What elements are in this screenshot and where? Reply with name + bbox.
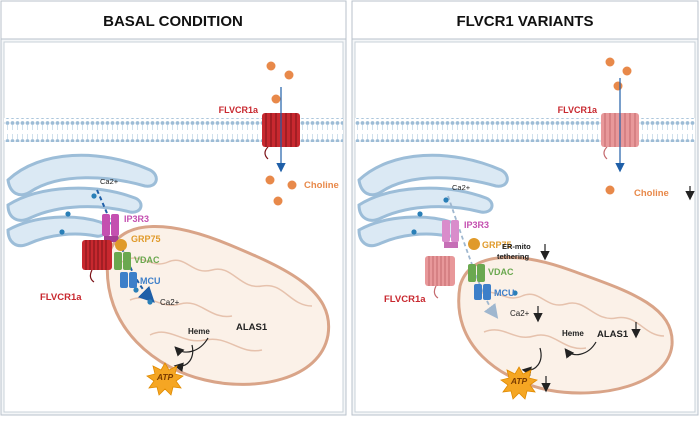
atp-burst-icon (500, 366, 538, 400)
vdac-label: VDAC (134, 255, 160, 265)
left-panel: BASAL CONDITION FLVCR1a Choline (0, 0, 347, 416)
ip3r3-label: IP3R3 (124, 214, 149, 224)
flvcr1a-membrane-label: FLVCR1a (558, 105, 598, 115)
choline-molecule (605, 185, 615, 195)
endoplasmic-reticulum (357, 153, 509, 248)
choline-molecule (273, 196, 283, 206)
choline-molecule (605, 57, 615, 67)
calcium-mito-label: Ca2+ (160, 298, 180, 307)
choline-molecule (271, 94, 281, 104)
vdac-label: VDAC (488, 267, 514, 277)
calcium-ion (65, 211, 71, 217)
calcium-ion (411, 229, 417, 235)
er-mito-tethering-line2: tethering (497, 252, 530, 261)
alas1-label: ALAS1 (597, 329, 629, 340)
mcu-channel (120, 272, 137, 288)
flvcr1a-er-label: FLVCR1a (40, 292, 82, 303)
calcium-ion (417, 211, 423, 217)
right-panel: FLVCR1 VARIANTS FLVCR1a Choline (351, 0, 699, 416)
endoplasmic-reticulum (6, 153, 158, 248)
mitochondrion (105, 225, 331, 386)
choline-molecule (622, 66, 632, 76)
choline-molecule (287, 180, 297, 190)
choline-molecule (613, 81, 623, 91)
calcium-ion (133, 287, 139, 293)
plasma-membrane (355, 118, 695, 142)
atp-label: ATP (510, 376, 528, 386)
calcium-ion (443, 197, 449, 203)
heme-label: Heme (188, 327, 210, 336)
grp75-protein (468, 238, 480, 250)
calcium-ion (512, 290, 518, 296)
calcium-ion (59, 229, 65, 235)
calcium-top-label: Ca2+ (452, 183, 471, 192)
choline-molecule (265, 175, 275, 185)
calcium-ion (91, 193, 97, 199)
grp75-label: GRP75 (131, 234, 161, 244)
heme-alas1-arrow (564, 341, 597, 359)
mcu-label: MCU (140, 276, 161, 286)
mitochondrion (457, 255, 674, 395)
flvcr1a-membrane-label: FLVCR1a (219, 105, 259, 115)
ip3r3-channel (442, 220, 459, 248)
right-panel-header: FLVCR1 VARIANTS (457, 13, 594, 30)
choline-label: Choline (634, 188, 669, 199)
calcium-flux-arrow-reduced (447, 195, 499, 319)
grp75-label: GRP75 (482, 240, 512, 250)
vdac-channel (114, 252, 131, 270)
mcu-label: MCU (494, 288, 515, 298)
heme-label: Heme (562, 329, 584, 338)
choline-molecule (266, 61, 276, 71)
ip3r3-label: IP3R3 (464, 220, 489, 230)
vdac-channel (468, 264, 485, 282)
calcium-top-label: Ca2+ (100, 177, 119, 186)
atp-label: ATP (156, 372, 174, 382)
mcu-channel (474, 284, 491, 300)
atp-production-arrow (521, 347, 542, 376)
flvcr1a-er-transporter (82, 240, 112, 283)
left-panel-header: BASAL CONDITION (103, 13, 243, 30)
calcium-mito-label: Ca2+ (510, 309, 530, 318)
er-mito-tethering-line1: ER-mito (502, 242, 531, 251)
atp-burst-icon (146, 362, 184, 396)
ip3r3-channel (102, 214, 119, 242)
choline-label: Choline (304, 180, 339, 191)
flvcr1a-er-transporter-faded (425, 256, 455, 299)
calcium-ion (147, 299, 153, 305)
atp-production-arrow (173, 344, 194, 372)
flvcr1a-er-label: FLVCR1a (384, 294, 426, 305)
choline-molecule (284, 70, 294, 80)
grp75-protein (115, 239, 127, 251)
heme-alas1-arrow (174, 337, 209, 357)
alas1-label: ALAS1 (236, 322, 268, 333)
